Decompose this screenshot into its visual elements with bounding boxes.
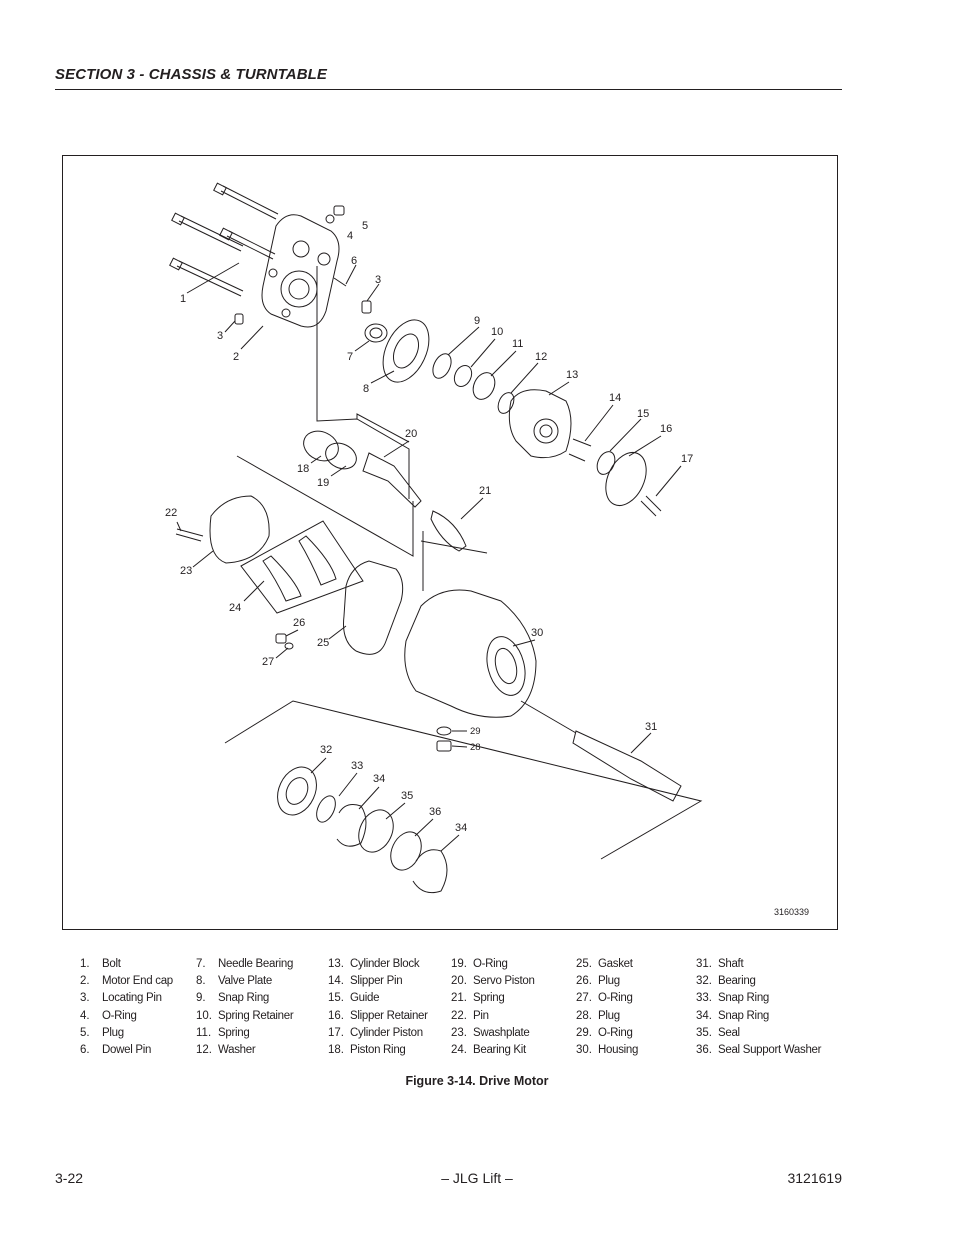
callout-3b: 3 <box>217 330 223 342</box>
legend-column-3: 13.Cylinder Block 14.Slipper Pin 15.Guid… <box>328 956 428 1059</box>
callout-30: 30 <box>531 627 543 639</box>
legend-item: 21.Spring <box>451 992 505 1005</box>
legend-item: 29.O-Ring <box>576 1026 633 1039</box>
legend-item: 25.Gasket <box>576 958 633 970</box>
callout-19: 19 <box>317 477 329 489</box>
callout-11: 11 <box>512 338 523 350</box>
callout-27: 27 <box>262 656 274 668</box>
swashplate <box>209 495 270 564</box>
legend-column-4: 19.O-Ring 20.Servo Piston 21.Spring 22.P… <box>451 956 535 1059</box>
legend-item: 12.Washer <box>196 1043 256 1056</box>
legend-column-2: 7.Needle Bearing 8.Valve Plate 9.Snap Ri… <box>196 956 294 1059</box>
legend-column-1: 1.Bolt 2.Motor End cap 3.Locating Pin 4.… <box>80 956 173 1059</box>
page-number: 3-22 <box>55 1170 84 1186</box>
callout-12: 12 <box>535 351 547 363</box>
shaft <box>572 730 682 802</box>
callout-6: 6 <box>351 255 357 267</box>
legend-column-5: 25.Gasket 26.Plug 27.O-Ring 28.Plug 29.O… <box>576 956 638 1059</box>
legend-item: 3.Locating Pin <box>80 992 162 1005</box>
legend-item: 6.Dowel Pin <box>80 1043 152 1056</box>
legend-item: 28.Plug <box>576 1009 620 1022</box>
document-number: 3121619 <box>787 1170 842 1186</box>
footer-center-text: – JLG Lift – <box>441 1170 513 1186</box>
callout-29: 29 <box>470 726 481 737</box>
callout-35: 35 <box>401 790 413 802</box>
callout-labels: 1 2 3 3 4 5 6 7 8 9 10 11 12 13 14 15 16… <box>165 220 693 834</box>
section-title: SECTION 3 - CHASSIS & TURNTABLE <box>55 66 328 83</box>
legend-item: 15.Guide <box>328 992 380 1005</box>
housing <box>404 589 537 718</box>
callout-9: 9 <box>474 315 480 327</box>
callout-1: 1 <box>180 293 186 305</box>
callout-2: 2 <box>233 351 239 363</box>
callout-23: 23 <box>180 565 192 577</box>
gasket <box>343 560 404 655</box>
legend-item: 24.Bearing Kit <box>451 1043 526 1056</box>
drive-motor-exploded-diagram: 1 2 3 3 4 5 6 7 8 9 10 11 12 13 14 15 16… <box>165 182 703 894</box>
legend-item: 9.Snap Ring <box>196 992 270 1005</box>
legend-item: 18.Piston Ring <box>328 1043 406 1056</box>
callout-34a: 34 <box>373 773 385 785</box>
legend-item: 30.Housing <box>576 1043 639 1056</box>
cylinder-block <box>508 389 572 459</box>
legend-item: 17.Cylinder Piston <box>328 1026 423 1039</box>
legend-item: 7.Needle Bearing <box>196 958 294 970</box>
legend-item: 11.Spring <box>196 1026 250 1039</box>
motor-end-cap <box>261 214 340 328</box>
legend-column-6: 31.Shaft 32.Bearing 33.Snap Ring 34.Snap… <box>696 956 821 1059</box>
callout-15: 15 <box>637 408 649 420</box>
callout-4: 4 <box>347 230 353 242</box>
legend-item: 19.O-Ring <box>451 958 508 970</box>
callout-36: 36 <box>429 806 441 818</box>
legend-item: 2.Motor End cap <box>80 975 173 988</box>
callout-32: 32 <box>320 744 332 756</box>
legend-item: 13.Cylinder Block <box>328 958 420 970</box>
figure-caption: Figure 3-14. Drive Motor <box>405 1074 549 1088</box>
callout-18: 18 <box>297 463 309 475</box>
legend-item: 35.Seal <box>696 1026 740 1039</box>
figure-part-code: 3160339 <box>773 907 809 917</box>
callout-14: 14 <box>609 392 621 404</box>
legend-item: 16.Slipper Retainer <box>328 1009 428 1022</box>
legend-item: 1.Bolt <box>80 958 121 970</box>
legend-item: 10.Spring Retainer <box>196 1009 294 1022</box>
legend-item: 34.Snap Ring <box>696 1009 770 1022</box>
legend-item: 26.Plug <box>576 975 620 988</box>
callout-33: 33 <box>351 760 363 772</box>
legend-item: 27.O-Ring <box>576 992 633 1005</box>
legend-item: 4.O-Ring <box>80 1009 137 1022</box>
callout-17: 17 <box>681 453 693 465</box>
callout-10: 10 <box>491 326 503 338</box>
legend-item: 8.Valve Plate <box>196 975 273 988</box>
callout-8: 8 <box>363 383 369 395</box>
legend-item: 23.Swashplate <box>451 1026 530 1039</box>
callout-31: 31 <box>645 721 657 733</box>
legend-item: 36.Seal Support Washer <box>696 1043 822 1056</box>
callout-3a: 3 <box>375 274 381 286</box>
header-rule <box>55 89 842 90</box>
callout-25: 25 <box>317 637 329 649</box>
callout-5: 5 <box>362 220 368 232</box>
callout-22: 22 <box>165 507 177 519</box>
legend-item: 32.Bearing <box>696 975 756 988</box>
bolt-group <box>169 182 279 297</box>
callout-34b: 34 <box>455 822 467 834</box>
figure-frame: 1 2 3 3 4 5 6 7 8 9 10 11 12 13 14 15 16… <box>62 155 838 930</box>
legend-item: 33.Snap Ring <box>696 992 770 1005</box>
callout-16: 16 <box>660 423 672 435</box>
callout-28: 28 <box>470 742 481 753</box>
legend-item: 22.Pin <box>451 1009 489 1022</box>
callout-7: 7 <box>347 351 353 363</box>
callout-13: 13 <box>566 369 578 381</box>
legend-item: 14.Slipper Pin <box>328 975 403 988</box>
legend-item: 5.Plug <box>80 1026 124 1039</box>
callout-20: 20 <box>405 428 417 440</box>
callout-21: 21 <box>479 485 491 497</box>
callout-26: 26 <box>293 617 305 629</box>
legend-item: 20.Servo Piston <box>451 975 535 988</box>
callout-24: 24 <box>229 602 241 614</box>
legend-item: 31.Shaft <box>696 958 744 970</box>
